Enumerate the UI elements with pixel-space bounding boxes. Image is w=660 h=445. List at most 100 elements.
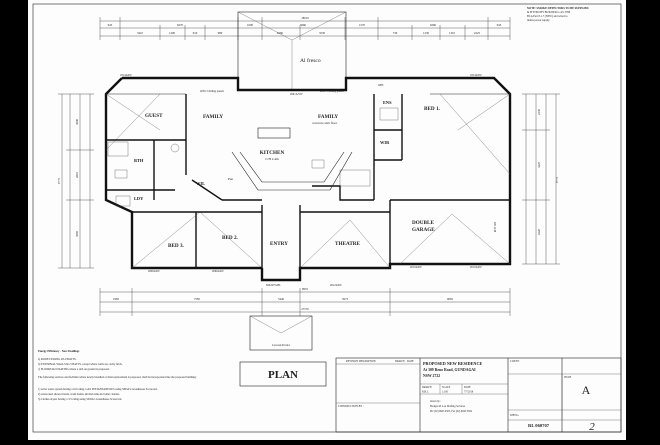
wir-label: WIR (380, 140, 390, 145)
ens-label: ENS (383, 100, 392, 105)
window-bottom-mid: 2066ASW (212, 270, 224, 273)
right-seg-1: 2330 (537, 109, 541, 116)
guest-label: GUEST (145, 113, 163, 119)
issue-label: ISSUE (564, 376, 572, 379)
energy-item2: 2) AAA rated shower heads, wash basins, … (38, 393, 120, 396)
pan-label: Pan (228, 177, 233, 181)
drawn-label: DRAWN (422, 386, 432, 389)
sliding-left: 2056 3 sliding panels (200, 90, 224, 93)
obs-label: OBS (378, 84, 384, 87)
kitchen-label: KITCHEN (260, 150, 285, 156)
energy-line3: c) FLOORS R2.0 RATING where a slab on gr… (38, 368, 110, 371)
left-seg-1: 3000 (75, 119, 79, 126)
note-line-2: & FITTED BY BUILDER to AS 3786 (527, 11, 571, 14)
top-sub-3: 910 (193, 31, 198, 35)
project-title: PROPOSED NEW RESIDENCE (423, 361, 482, 366)
family-right-label: FAMILY (318, 114, 338, 120)
client-label: CLIENT (510, 360, 520, 363)
note-line-1: NOTE: SMOKE DETECTORS TO BE SUPPLIED (527, 7, 588, 10)
date-value: 7/7/2016 (464, 391, 474, 394)
opening-labels: 2056 3 sliding panels 2056 3 sliding pan… (120, 74, 496, 287)
right-total-dim: 9775 (555, 177, 559, 184)
roof-lines (105, 93, 511, 269)
bed3-label: BED 3. (168, 243, 185, 249)
window-alfresco: 2061A/SW (290, 93, 303, 96)
bottom-seg-3: 5973 (342, 297, 349, 301)
energy-notes: Energy Efficiency - New Dwellings a) ROO… (38, 350, 197, 401)
right-seg-3: 4220 (537, 229, 541, 236)
garage-door-label: RD 2148 (493, 222, 496, 233)
energy-para: The following services and facilities wh… (38, 376, 197, 379)
ldy-label: LDY (134, 196, 144, 201)
window-top-left: 1814ASW (120, 74, 132, 77)
energy-item3: 3) Clothes dryers having a 3.5 rating us… (38, 398, 122, 401)
top-seg-6: 6260 (430, 23, 437, 27)
plan-label: PLAN (268, 369, 298, 381)
bottom-dimensions: 9955 1985 7585 5973 9065 5440 27570 (99, 287, 511, 316)
drawn-value: R.H.L (422, 391, 429, 394)
left-total-dim: 9775 (57, 178, 61, 185)
scale-value: 1:100 (442, 391, 449, 394)
issue-value: A (582, 383, 591, 397)
alfresco-label: Al fresco (300, 57, 321, 64)
note-line-3: BCA Part 8.1.7 (NSW) and wired to (527, 15, 568, 18)
fixtures (107, 107, 399, 207)
top-sub-7: 730 (393, 31, 398, 35)
energy-item1: 1) A hot water system having a 6.0 ratin… (38, 388, 158, 391)
window-bottom-left: 2006ASW (148, 270, 160, 273)
top-seg-2: 6270 (177, 23, 184, 27)
entry-label: ENTRY (270, 241, 288, 247)
bottom-seg-1: 1985 (113, 297, 120, 301)
family-right-sub: concrete slab floor (312, 121, 338, 125)
sheet-border (32, 3, 622, 433)
garage-label-2: GARAGE (412, 227, 435, 233)
top-total-dim: 18010 (301, 16, 309, 20)
covered-portico: Covered Portico (249, 315, 313, 351)
energy-line1: a) ROOF/CEILING R3.0 BATTS. (38, 358, 77, 361)
top-sub-5: 6260 (277, 31, 284, 35)
family-left-label: FAMILY (203, 114, 223, 120)
window-top-right: 1814ASW (470, 74, 482, 77)
rev-date: DATE (407, 360, 414, 363)
job-label: JOB No. (510, 414, 519, 417)
window-garage-right: 2010ASW (470, 266, 482, 269)
top-seg-7: 945 (497, 23, 502, 27)
smoke-detector-note: NOTE: SMOKE DETECTORS TO BE SUPPLIED & F… (527, 7, 588, 22)
garage-label-1: DOUBLE (412, 220, 434, 226)
rev-drawn: DRAWN (395, 360, 405, 363)
top-seg-4: 5660 (300, 23, 307, 27)
top-sub-6: 3530 (319, 31, 326, 35)
energy-title: Energy Efficiency - New Dwellings (38, 350, 80, 353)
window-garage-left: 2010ASW (410, 266, 422, 269)
top-sub-2: 1200 (169, 31, 176, 35)
right-seg-2: 3225 (537, 162, 541, 169)
window-theatre: 2012ASW (330, 284, 342, 287)
bottom-total-dim: 27570 (301, 307, 309, 311)
bth-label: BTH (134, 158, 144, 163)
designer-2: Hodges M. Lee Drafting Services (430, 405, 465, 408)
wil-label: WIL (196, 181, 205, 186)
top-seg-1: 945 (108, 23, 113, 27)
left-seg-2: 2810 (75, 172, 79, 179)
construction-label: CONSTRUCTION BY : (338, 405, 364, 408)
top-seg-5: 1570 (359, 23, 366, 27)
energy-line2: b) EXTERNAL WALLS R1.5 BATTS. except whe… (38, 363, 123, 366)
portico-label: Covered Portico (272, 344, 291, 347)
bottom-seg-5: 5440 (278, 297, 285, 301)
bottom-seg-4: 9065 (447, 297, 454, 301)
designer-1: drawn by: (430, 400, 441, 403)
designer-3: Ph: (02) 9945 0505, Fax (02) 9945 0504 (430, 410, 473, 413)
top-sub-9: 1310 (449, 31, 456, 35)
bed2-label: BED 2. (222, 235, 239, 241)
theatre-label: THEATRE (335, 241, 361, 247)
interior-walls (106, 94, 510, 268)
side-dimensions: 9775 3000 2810 3985 9775 2330 3225 4220 (57, 93, 560, 269)
door-entry: 8262D+GHL (266, 284, 281, 287)
bed1-label: BED 1. (424, 106, 441, 112)
bottom-seg-2: 7585 (194, 297, 201, 301)
project-address-2: NSW 2722 (423, 374, 440, 378)
room-labels: GUEST FAMILY FAMILY concrete slab floor … (134, 100, 441, 249)
paper (28, 0, 626, 440)
